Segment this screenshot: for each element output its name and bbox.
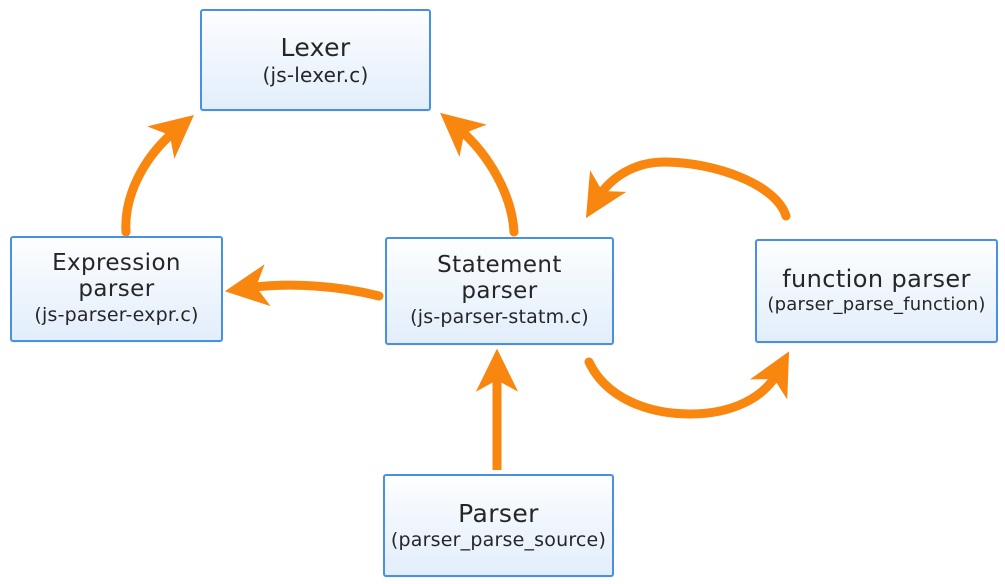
node-parser-title: Parser: [458, 498, 539, 528]
node-statement-parser-title: Statement parser: [437, 252, 562, 305]
node-function-parser[interactable]: function parser (parser_parse_function): [755, 239, 998, 343]
node-expression-parser[interactable]: Expression parser (js-parser-expr.c): [10, 236, 223, 342]
edge-function-to-statement: [585, 157, 791, 221]
edge-statement-to-expression: [224, 264, 384, 307]
node-function-parser-subtitle: (parser_parse_function): [767, 294, 986, 316]
node-lexer-subtitle: (js-lexer.c): [262, 62, 369, 87]
node-lexer[interactable]: Lexer (js-lexer.c): [200, 9, 431, 111]
node-statement-parser-subtitle: (js-parser-statm.c): [410, 305, 589, 328]
edge-statement-to-lexer: [440, 112, 519, 237]
node-statement-parser[interactable]: Statement parser (js-parser-statm.c): [385, 237, 614, 345]
node-parser-subtitle: (parser_parse_source): [390, 528, 607, 551]
node-lexer-title: Lexer: [280, 32, 351, 62]
node-function-parser-title: function parser: [782, 265, 971, 294]
node-expression-parser-subtitle: (js-parser-expr.c): [34, 303, 199, 326]
node-expression-parser-title: Expression parser: [52, 250, 181, 303]
node-parser[interactable]: Parser (parser_parse_source): [383, 474, 614, 577]
edge-expression-to-lexer: [121, 115, 194, 237]
edge-statement-to-function: [584, 351, 790, 419]
